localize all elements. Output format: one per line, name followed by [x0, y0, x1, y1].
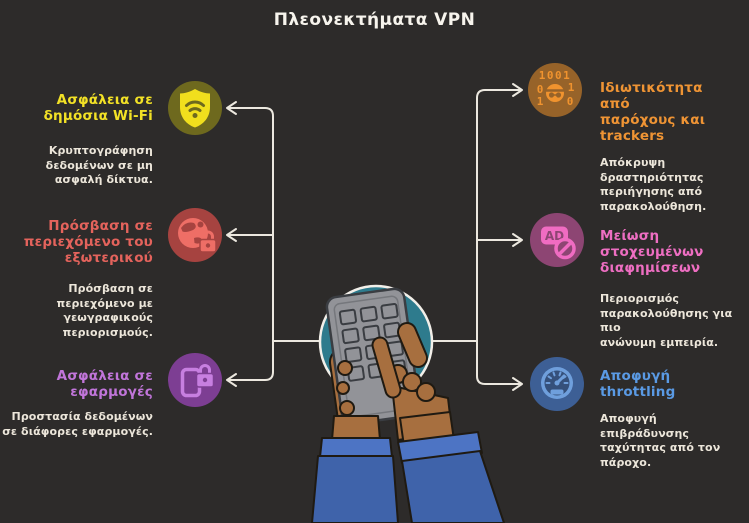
benefit-description: Απόκρυψη δραστηριότητας περιήγησης από π…: [600, 156, 707, 213]
benefit-description: Κρυπτογράφηση δεδομένων σε μη ασφαλή δίκ…: [45, 144, 153, 186]
left-hand: [329, 347, 368, 441]
right-wrist: [399, 411, 455, 447]
phone: [325, 287, 421, 426]
phone-keypad: [338, 302, 407, 382]
arrow-right-2: [512, 233, 523, 247]
arrow-left-3: [226, 373, 237, 387]
benefit-heading: Μείωση στοχευμένων διαφημίσεων: [600, 228, 704, 276]
left-connector-trunk: [227, 107, 274, 381]
left-sleeve: [311, 455, 399, 523]
right-hand: [371, 322, 453, 441]
shield-wifi-icon: [167, 80, 223, 136]
svg-text:1: 1: [537, 95, 544, 108]
globe-lock-icon: [167, 207, 223, 263]
benefit-heading: Αποφυγή throttling: [600, 368, 676, 400]
benefit-heading: Ιδιωτικότητα από παρόχους και trackers: [600, 80, 706, 144]
arrow-right-3: [512, 377, 523, 391]
benefit-item-privacy-trackers: Ιδιωτικότητα από παρόχους και trackers Α…: [600, 80, 735, 214]
svg-text:0: 0: [567, 95, 574, 108]
benefit-description: Αποφυγή επιβράδυνσης ταχύτητας από τον π…: [600, 412, 721, 469]
benefit-heading: Ασφάλεια σε εφαρμογές: [56, 368, 153, 400]
arrow-left-2: [226, 228, 237, 242]
teal-circle: [318, 284, 434, 400]
arrow-left-1: [226, 101, 237, 115]
right-connector-trunk: [476, 89, 522, 385]
phone-lock-icon: [167, 352, 223, 408]
benefit-description: Περιορισμός παρακολούθησης για πιο ανώνυ…: [600, 292, 733, 349]
page-title: Πλεονεκτήματα VPN: [273, 10, 476, 30]
ad-block-icon: AD: [529, 212, 585, 268]
arrow-right-1: [512, 83, 523, 97]
benefit-heading: Ασφάλεια σε δημόσια Wi-Fi: [43, 92, 153, 124]
benefit-heading: Πρόσβαση σε περιεχόμενο του εξωτερικού: [23, 218, 153, 266]
speedometer-icon: [529, 356, 585, 412]
left-cuff: [319, 437, 393, 458]
benefit-item-no-throttling: Αποφυγή throttling Αποφυγή επιβράδυνσης …: [600, 368, 745, 470]
left-wrist: [331, 415, 381, 441]
benefit-description: Πρόσβαση σε περιεχόμενο με γεωγραφικούς …: [56, 282, 153, 339]
benefit-item-app-security: Ασφάλεια σε εφαρμογές Προστασία δεδομένω…: [0, 368, 153, 439]
benefit-item-fewer-ads: Μείωση στοχευμένων διαφημίσεων Περιορισμ…: [600, 228, 749, 350]
arms: [311, 411, 505, 523]
svg-text:1001: 1001: [539, 69, 572, 82]
svg-text:0: 0: [537, 83, 544, 96]
right-sleeve: [401, 450, 505, 523]
benefit-description: Προστασία δεδομένων σε διάφορες εφαρμογέ…: [2, 410, 153, 438]
right-cuff: [397, 431, 483, 464]
benefit-item-public-wifi: Ασφάλεια σε δημόσια Wi-Fi Κρυπτογράφηση …: [18, 92, 153, 188]
left-fingertips: [336, 360, 355, 416]
benefit-item-foreign-content: Πρόσβαση σε περιεχόμενο του εξωτερικού Π…: [18, 218, 153, 340]
binary-incognito-icon: 1001 0 1 1 0: [527, 62, 583, 118]
svg-text:1: 1: [568, 81, 575, 94]
